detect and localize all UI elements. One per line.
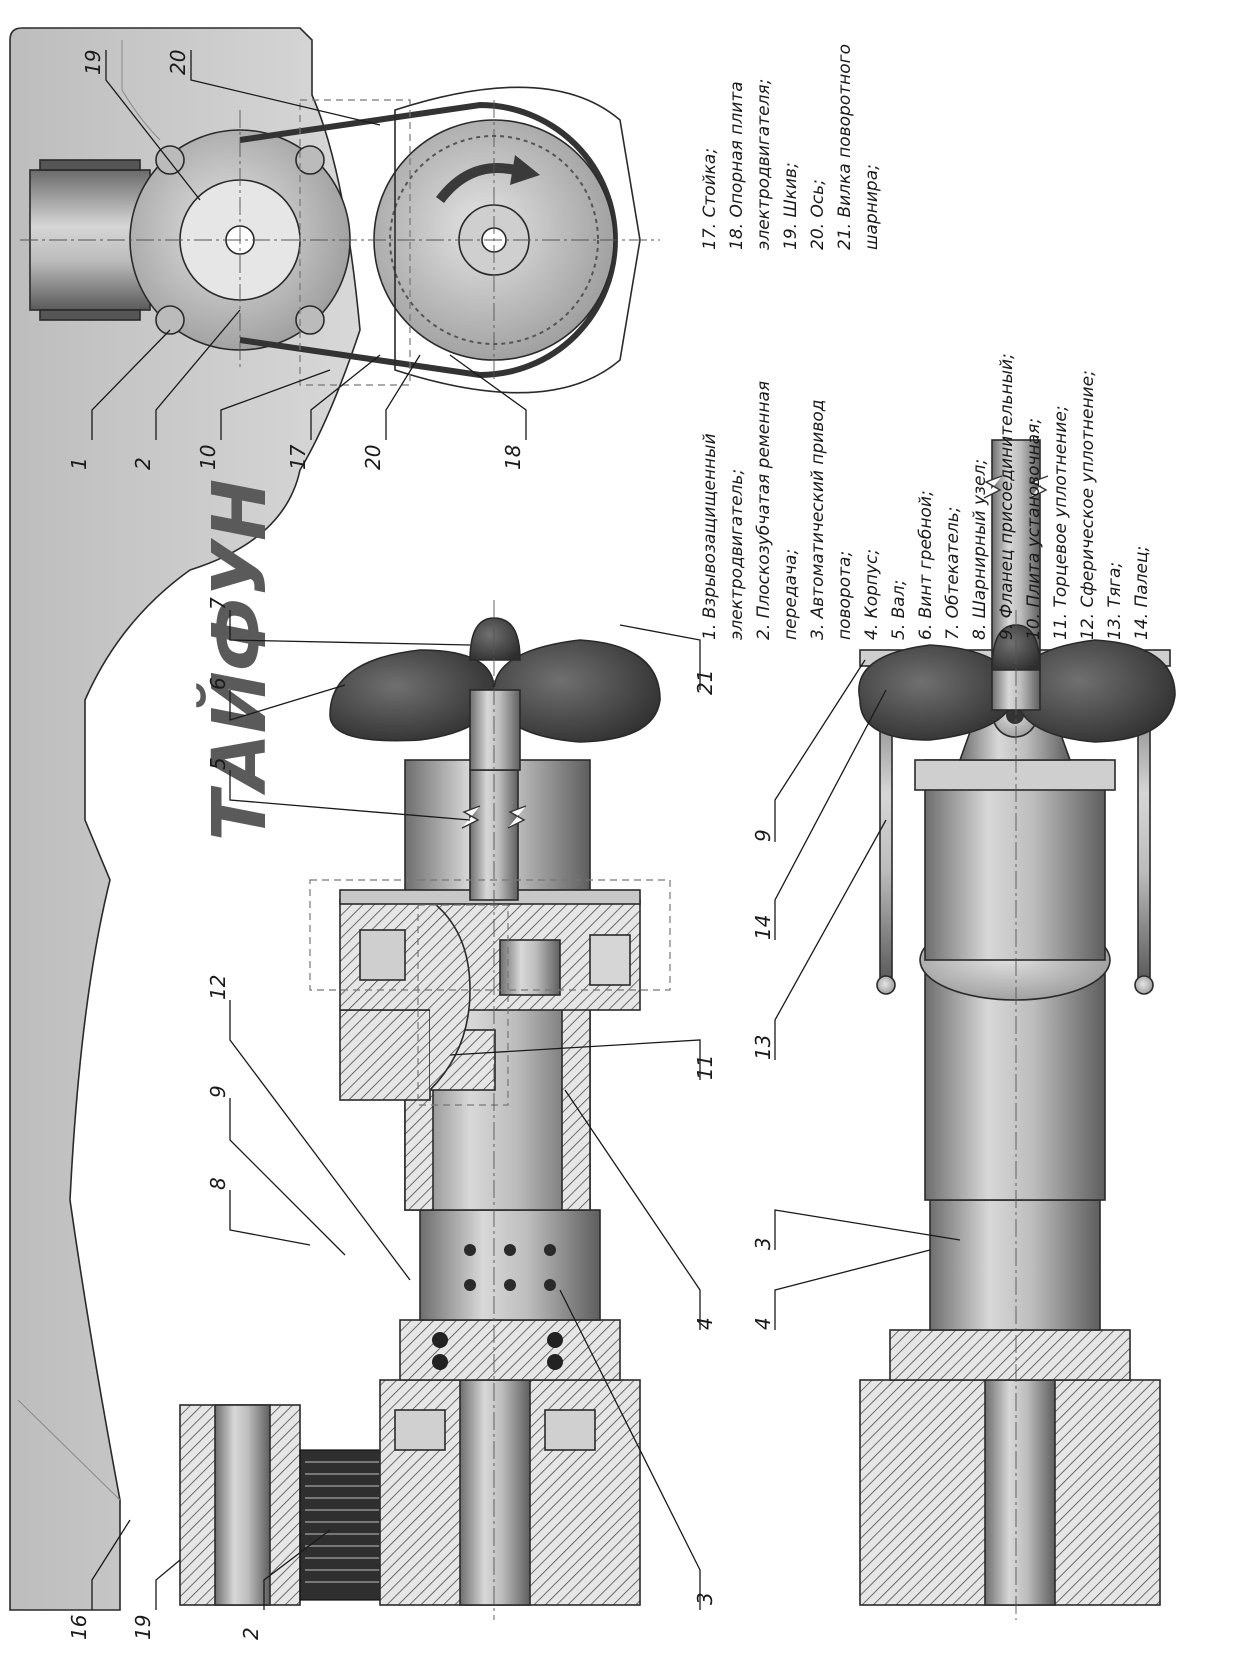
legend-item: электродвигателя;: [754, 79, 774, 250]
callouts-main: 16 19 2 3 4 11 21 8 9 12 5 6 7: [67, 597, 717, 1640]
callout-side-3: 3: [751, 1237, 775, 1250]
legend-item: 12. Сферическое уплотнение;: [1078, 370, 1098, 640]
callouts-top-view: 1 2 10 17 20 18 19 20: [67, 50, 527, 470]
callout-tv-2: 2: [131, 457, 155, 470]
brand-lettering: ТАЙФУН: [195, 479, 283, 841]
legend-item: 6. Винт гребной;: [916, 490, 936, 640]
side-view: [858, 439, 1176, 1620]
callout-8: 8: [206, 1177, 230, 1190]
callout-tv-17: 17: [286, 444, 310, 470]
legend-item: шарнира;: [862, 164, 882, 250]
base-block-bore: [459, 1379, 531, 1606]
legend-item: поворота;: [835, 551, 855, 640]
legend-item: 4. Корпус;: [862, 549, 882, 640]
callout-3: 3: [693, 1592, 717, 1605]
callout-tv-19: 19: [81, 50, 105, 75]
legend-item: 11. Торцевое уплотнение;: [1051, 405, 1071, 640]
legend-item: 5. Вал;: [889, 580, 909, 640]
legend-item: передача;: [781, 549, 801, 640]
rotation-arrow: [436, 163, 517, 204]
pulley-hub: [214, 1404, 271, 1606]
legend-item: 13. Тяга;: [1105, 562, 1125, 640]
housing-shell: [9, 27, 361, 1611]
legend-item: 20. Ось;: [808, 179, 828, 250]
legend-col2: 17. Стойка; 18. Опорная плита электродви…: [700, 44, 882, 250]
legend-item: 14. Палец;: [1132, 546, 1152, 640]
top-view: [20, 86, 660, 394]
legend-item: 7. Обтекатель;: [943, 506, 963, 640]
callout-tv-1: 1: [67, 457, 91, 470]
callout-6: 6: [206, 677, 230, 690]
callout-side-4: 4: [751, 1317, 775, 1330]
callout-side-14: 14: [751, 915, 775, 940]
side-rotation-drive: [929, 1199, 1101, 1331]
callout-12: 12: [206, 975, 230, 1000]
legend-item: 9. Фланец присоединительный;: [997, 353, 1017, 640]
section-view-main: ТАЙФУН: [9, 27, 671, 1620]
callout-7: 7: [206, 597, 230, 610]
callouts-side: 4 3 13 14 9: [751, 659, 961, 1330]
callout-tv-20b: 20: [166, 50, 190, 75]
callout-5: 5: [206, 757, 230, 770]
shell-inner-line: [17, 40, 161, 1501]
legend-item: 2. Плоскозубчатая ременная: [754, 381, 774, 640]
callout-tv-18: 18: [501, 445, 525, 470]
toothed-belt: [299, 1449, 391, 1601]
legend-item: 8. Шарнирный узел;: [970, 459, 990, 640]
legend-item: электродвигатель;: [727, 469, 747, 640]
callout-9: 9: [206, 1085, 230, 1098]
legend-item: 3. Автоматический привод: [808, 399, 828, 640]
callout-tv-20: 20: [361, 445, 385, 470]
base-plate: [394, 86, 641, 394]
callout-side-13: 13: [751, 1035, 775, 1060]
callout-tv-10: 10: [196, 445, 220, 470]
callout-19: 19: [131, 1615, 155, 1640]
callout-21: 21: [693, 670, 717, 695]
callout-16: 16: [67, 1615, 91, 1640]
rotation-drive: [419, 1209, 601, 1321]
callout-2: 2: [239, 1627, 263, 1640]
legend-col1: 1. Взрывозащищенный электродвигатель; 2.…: [700, 353, 1152, 640]
legend-item: 10. Плита установочная;: [1024, 418, 1044, 640]
callout-11: 11: [693, 1055, 717, 1080]
seal-stack: [399, 1319, 621, 1381]
hub-cap: [469, 617, 521, 661]
legend-item: 21. Вилка поворотного: [835, 44, 855, 250]
legend-item: 18. Опорная плита: [727, 81, 747, 250]
callout-side-9: 9: [751, 829, 775, 842]
legend-item: 19. Шкив;: [781, 162, 801, 250]
legend-item: 1. Взрывозащищенный: [700, 433, 720, 640]
legend-item: 17. Стойка;: [700, 148, 720, 250]
callout-4: 4: [693, 1317, 717, 1330]
